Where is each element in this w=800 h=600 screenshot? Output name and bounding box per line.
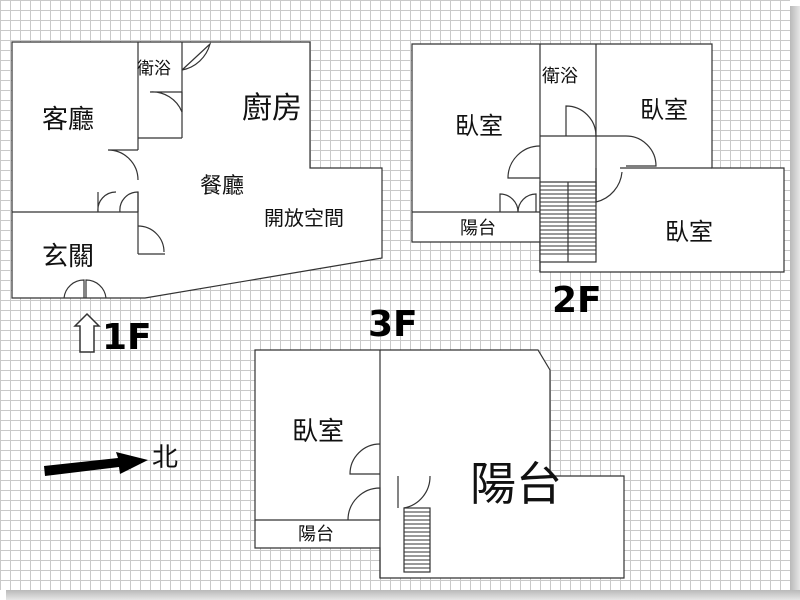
floor-1f-outline [11,41,383,299]
door-hall-1f [97,191,139,213]
floor-title-3f: 3F [368,304,418,345]
floor-3f-plan: 臥室 陽台 陽台 3F [254,304,625,579]
room-bedroom-right-2f: 臥室 [640,96,688,124]
floor-3f-outline [254,349,625,579]
north-arrow-icon [44,452,148,476]
room-terrace-3f: 陽台 [470,457,562,511]
door-living-1f [107,149,139,181]
room-bath-1f: 衛浴 [137,59,171,79]
floor-2f-plan: 臥室 衛浴 臥室 陽台 臥室 2F [411,43,785,321]
door-balcony-2f [499,193,537,213]
floor-1f-plan: 客廳 衛浴 廚房 餐廳 開放空間 玄關 1F [11,41,383,358]
room-bedroom-left-2f: 臥室 [455,112,503,140]
door-bath-2f [565,105,597,137]
entrance-door-1f [63,279,107,299]
slide-shadow-right [790,6,800,600]
room-balcony-2f: 陽台 [460,218,496,239]
room-entry-1f: 玄關 [42,242,94,272]
room-open-space-1f: 開放空間 [264,206,344,230]
door-bath-lower-1f [149,91,183,113]
room-bath-2f: 衛浴 [542,66,578,87]
door-bedroom-3f [349,443,381,475]
door-balcony-3f [347,487,381,521]
floor-title-2f: 2F [552,280,602,321]
room-bedroom-3f: 臥室 [292,417,344,447]
door-stair-3f [397,475,431,509]
room-bedroom-lower-2f: 臥室 [665,218,713,246]
door-bedroom-lower-2f [595,168,623,203]
north-label: 北 [152,443,178,473]
entrance-arrow-icon [73,312,101,353]
room-living-1f: 客廳 [42,105,94,135]
floor-2f-outline [411,43,785,273]
room-kitchen-1f: 廚房 [242,91,302,126]
floor-title-1f: 1F [102,317,152,358]
door-bath-1f [181,42,212,71]
door-dining-1f [137,225,165,253]
room-balcony-3f: 陽台 [298,524,334,545]
door-bedroom-left-2f [507,145,541,179]
slide-shadow-bottom [6,590,800,600]
door-bedroom-right-2f [596,135,657,167]
north-indicator: 北 [44,443,178,476]
room-dining-1f: 餐廳 [200,174,244,199]
